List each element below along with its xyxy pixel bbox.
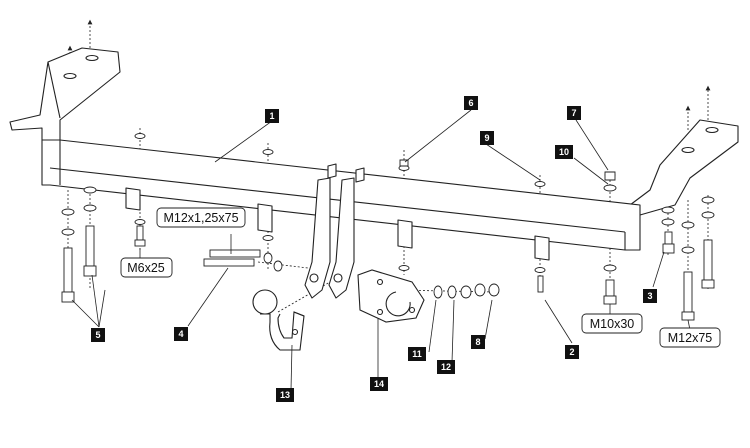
part-number-8: 8: [475, 337, 480, 347]
bolt-spec-m12x75-text: M12x75: [668, 331, 713, 345]
part-callout-1: 1: [265, 109, 279, 123]
part-callout-11: 11: [408, 347, 426, 361]
socket-plate: [357, 269, 425, 323]
part-number-14: 14: [374, 379, 384, 389]
part-number-9: 9: [484, 133, 489, 143]
part-number-5: 5: [95, 330, 100, 340]
part-callout-4: 4: [174, 327, 188, 341]
part-callout-13: 13: [276, 388, 294, 402]
bolt-spec-m12x125x75: M12x1,25x75: [156, 207, 246, 228]
part-callout-7: 7: [567, 106, 581, 120]
bolt-spec-m6x25-text: M6x25: [127, 261, 165, 275]
main-crossbar: [9, 47, 739, 299]
part-callout-9: 9: [480, 131, 494, 145]
part-callout-5: 5: [91, 328, 105, 342]
part-number-10: 10: [559, 147, 569, 157]
bolt-spec-m10x30: M10x30: [581, 313, 643, 334]
part-callout-3: 3: [643, 289, 657, 303]
part-callout-14: 14: [370, 377, 388, 391]
bolt-spec-m6x25: M6x25: [120, 257, 173, 278]
fastener-washers: [61, 133, 715, 299]
part-callout-10: 10: [555, 145, 573, 159]
part-number-7: 7: [571, 108, 576, 118]
callout-leader-lines: [71, 109, 691, 391]
bolt-spec-m12x125x75-text: M12x1,25x75: [163, 211, 238, 225]
part-number-4: 4: [178, 329, 183, 339]
tow-ball: [252, 289, 305, 351]
part-callout-12: 12: [437, 360, 455, 374]
bolt-spec-m12x75: M12x75: [659, 327, 721, 348]
part-number-13: 13: [280, 390, 290, 400]
part-callout-8: 8: [471, 335, 485, 349]
part-callout-2: 2: [565, 345, 579, 359]
part-number-2: 2: [569, 347, 574, 357]
part-number-6: 6: [468, 98, 473, 108]
part-callout-6: 6: [464, 96, 478, 110]
part-number-11: 11: [412, 349, 422, 359]
part-number-1: 1: [269, 111, 274, 121]
fastener-bolts: [61, 159, 715, 321]
part-number-3: 3: [647, 291, 652, 301]
bolt-spec-m10x30-text: M10x30: [590, 317, 635, 331]
part-number-12: 12: [441, 362, 451, 372]
